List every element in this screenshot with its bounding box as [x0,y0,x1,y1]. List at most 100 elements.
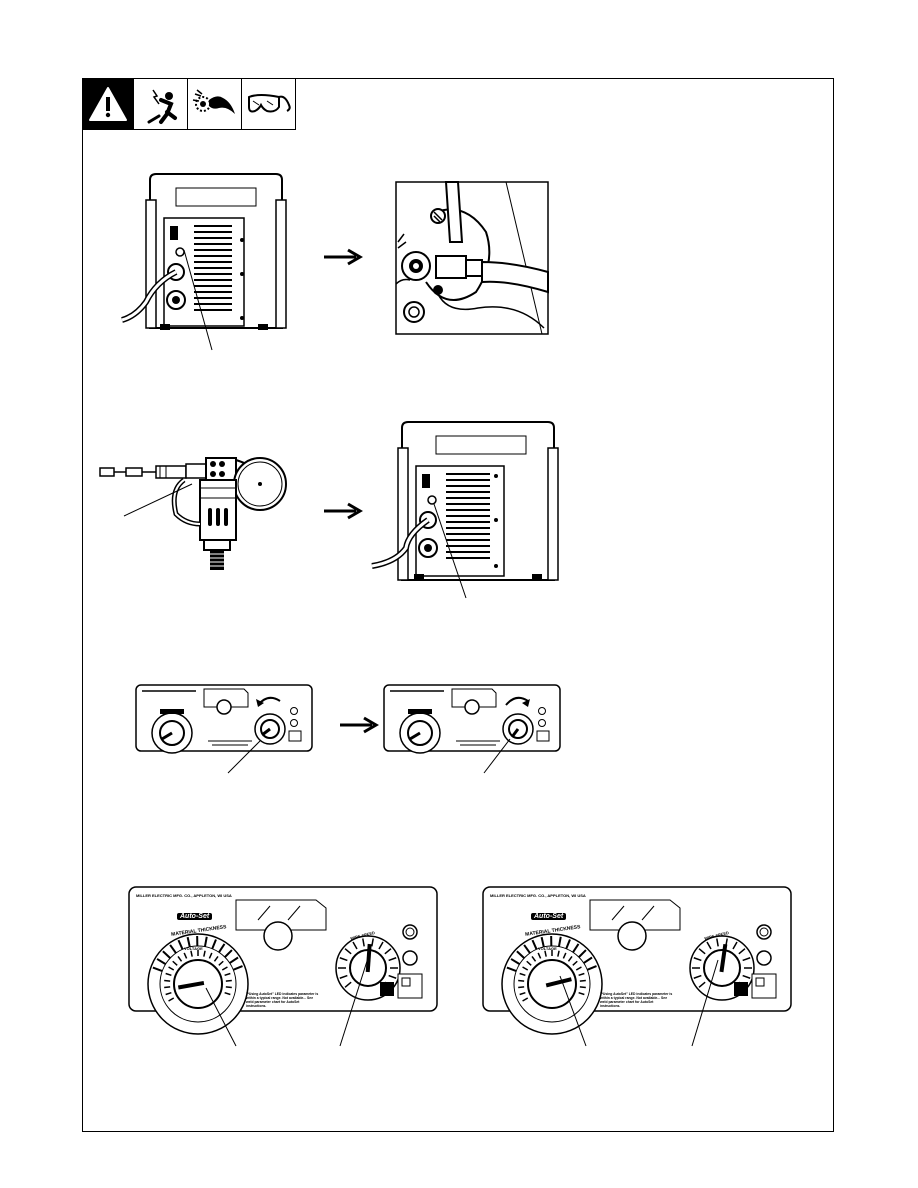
thickness-tick [218,943,226,953]
voltage-tick [208,952,213,959]
thickness-tick [586,965,597,971]
voltage-tick [518,979,525,982]
process-selector-box [235,899,327,931]
safety-header [82,78,296,130]
voltage-tick [557,950,560,957]
wire-speed-tick [738,948,746,955]
voltage-tick [168,966,175,971]
manufacturer-line: MILLER ELECTRIC MFG. CO., APPLETON, WI U… [136,893,232,898]
welder-unit-illustration [371,421,559,599]
voltage-tick [190,950,193,957]
process-selector-box [589,899,681,931]
moving-parts-hand-icon [188,78,242,130]
control-panel-large-2 [482,886,792,1035]
voltage-tick [544,950,547,957]
thickness-tick [203,936,208,947]
thickness-tick [516,950,525,959]
thickness-tick [583,956,593,964]
voltage-tick [575,966,582,971]
voltage-tick [164,979,171,982]
voltage-tick [172,960,178,966]
wire-speed-pointer [365,943,372,973]
voltage-tick [164,986,171,989]
wire-speed-tick [352,941,358,950]
led-indicator [402,924,418,940]
wire-speed-tick [742,974,751,979]
control-panel-small-2 [383,684,561,774]
led-indicator [756,924,772,940]
thickness-label-block [734,982,748,996]
spool-gun-illustration [99,457,287,570]
voltage-tick [537,952,542,959]
arrow-right-icon [324,502,363,520]
wire-speed-tick [344,948,352,955]
voltage-label: VOLTAGE [538,946,557,951]
arrow-right-icon [340,716,379,734]
wire-speed-tick [371,938,374,947]
autoset-note: "*Using AutoSet" LED indicates parameter… [246,992,319,1008]
voltage-tick [578,972,585,977]
arrow-right-icon [324,248,363,266]
voltage-tick [225,986,232,989]
led-indicator [756,950,772,966]
thickness-tick [229,956,239,964]
voltage-tick [522,997,529,1002]
thickness-tick [169,944,177,954]
thickness-tick [572,943,580,953]
thickness-tick [578,949,587,958]
thickness-tick [232,965,243,971]
wire-speed-tick [362,938,365,947]
autoset-logo: Auto-Set [177,913,213,920]
wire-speed-tick [698,948,706,955]
voltage-tick [213,956,219,962]
thickness-tick [152,966,163,972]
thickness-tick [186,936,191,948]
autoset-note: "*Using AutoSet" LED indicates parameter… [600,992,673,1008]
voltage-tick [519,991,526,996]
thickness-tick [506,966,517,972]
wire-speed-tick [388,974,397,979]
thickness-tick [531,939,538,950]
thickness-tick [565,939,571,950]
wire-speed-tick [742,957,751,962]
voltage-tick [531,956,537,962]
drive-assembly-closeup [395,181,549,335]
voltage-tick [218,960,224,966]
manufacturer-line: MILLER ELECTRIC MFG. CO., APPLETON, WI U… [490,893,586,898]
voltage-tick [579,986,586,989]
voltage-tick [562,952,567,959]
voltage-tick [526,960,532,966]
led-indicator [402,950,418,966]
voltage-tick [572,960,578,966]
voltage-tick [177,956,183,962]
thickness-tick [510,958,521,965]
voltage-tick [203,950,206,957]
autoset-logo: Auto-Set [531,913,567,920]
wire-speed-tick [732,941,738,950]
voltage-tick [165,991,172,996]
voltage-tick [579,979,586,982]
voltage-tick [519,972,526,977]
voltage-tick [522,966,529,971]
wire-speed-tick [384,948,392,955]
wire-speed-tick [388,957,397,962]
voltage-tick [567,956,573,962]
wire-speed-tick [378,941,384,950]
welder-unit-illustration [121,173,287,351]
thickness-label-block [380,982,394,996]
page-frame [82,78,834,1132]
thickness-tick [557,936,562,947]
warning-triangle-icon [82,78,134,130]
voltage-tick [168,997,175,1002]
thickness-tick [224,949,233,958]
thickness-tick [211,939,217,950]
thickness-tick [540,936,545,948]
wire-speed-pointer [719,943,728,973]
control-panel-large-1 [128,886,438,1035]
thickness-tick [523,944,531,954]
voltage-tick [518,986,525,989]
voltage-tick [165,972,172,977]
safety-glasses-icon [242,78,296,130]
wire-speed-tick [716,938,719,947]
voltage-tick [224,972,231,977]
